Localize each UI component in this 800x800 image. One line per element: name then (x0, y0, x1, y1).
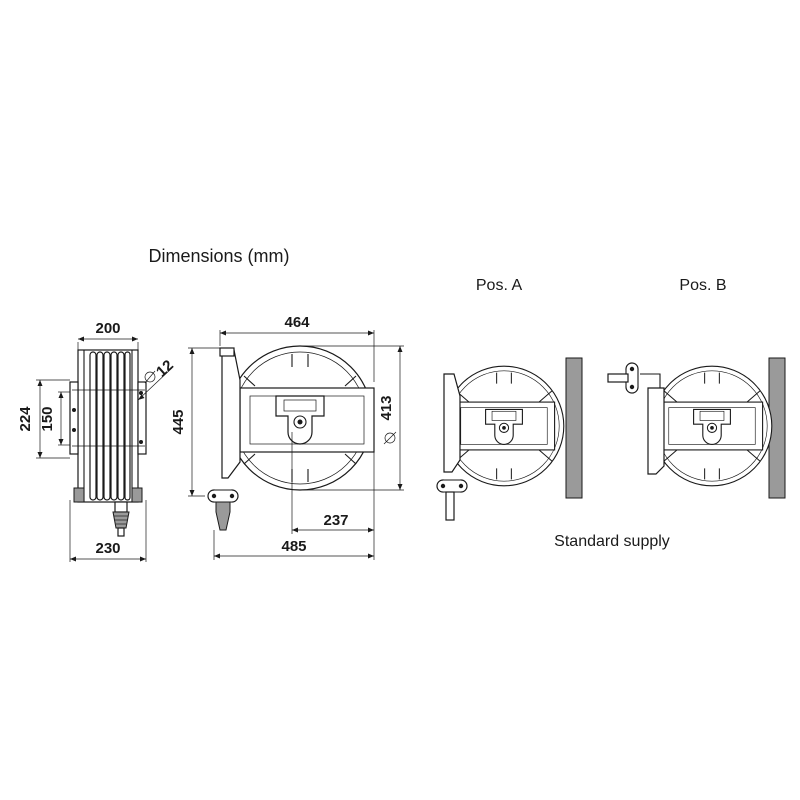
front-nozzle (215, 501, 231, 531)
front-hub (293, 415, 307, 429)
pos-b-label: Pos. B (679, 277, 726, 294)
side-view: 200 224 150 12 230 (17, 320, 177, 562)
pos-a-label: Pos. A (476, 277, 523, 294)
dim-side-width-top: 200 (95, 320, 120, 337)
dim-front-width-bottom: 485 (281, 538, 306, 555)
pos-b-view: Pos. B (607, 277, 786, 499)
standard-supply-caption: Standard supply (554, 533, 670, 550)
front-arm (221, 349, 241, 479)
side-bracket (69, 381, 79, 455)
hose-coils (89, 351, 131, 501)
dim-front-width-top: 464 (284, 314, 310, 331)
dim-front-drum-dia: 413 (378, 395, 395, 420)
front-view: 464 445 413 237 485 (170, 314, 404, 560)
diagram-title: Dimensions (mm) (148, 246, 289, 266)
dim-side-height-inner: 150 (39, 406, 56, 431)
dim-front-height: 445 (170, 409, 187, 434)
dim-side-height-outer: 224 (17, 406, 34, 432)
pos-a-view: Pos. A (436, 277, 583, 521)
dim-side-hole: 12 (153, 357, 177, 381)
dim-front-offset: 237 (323, 512, 348, 529)
pos-a-wall (565, 357, 583, 499)
dim-side-width-bottom: 230 (95, 540, 120, 557)
